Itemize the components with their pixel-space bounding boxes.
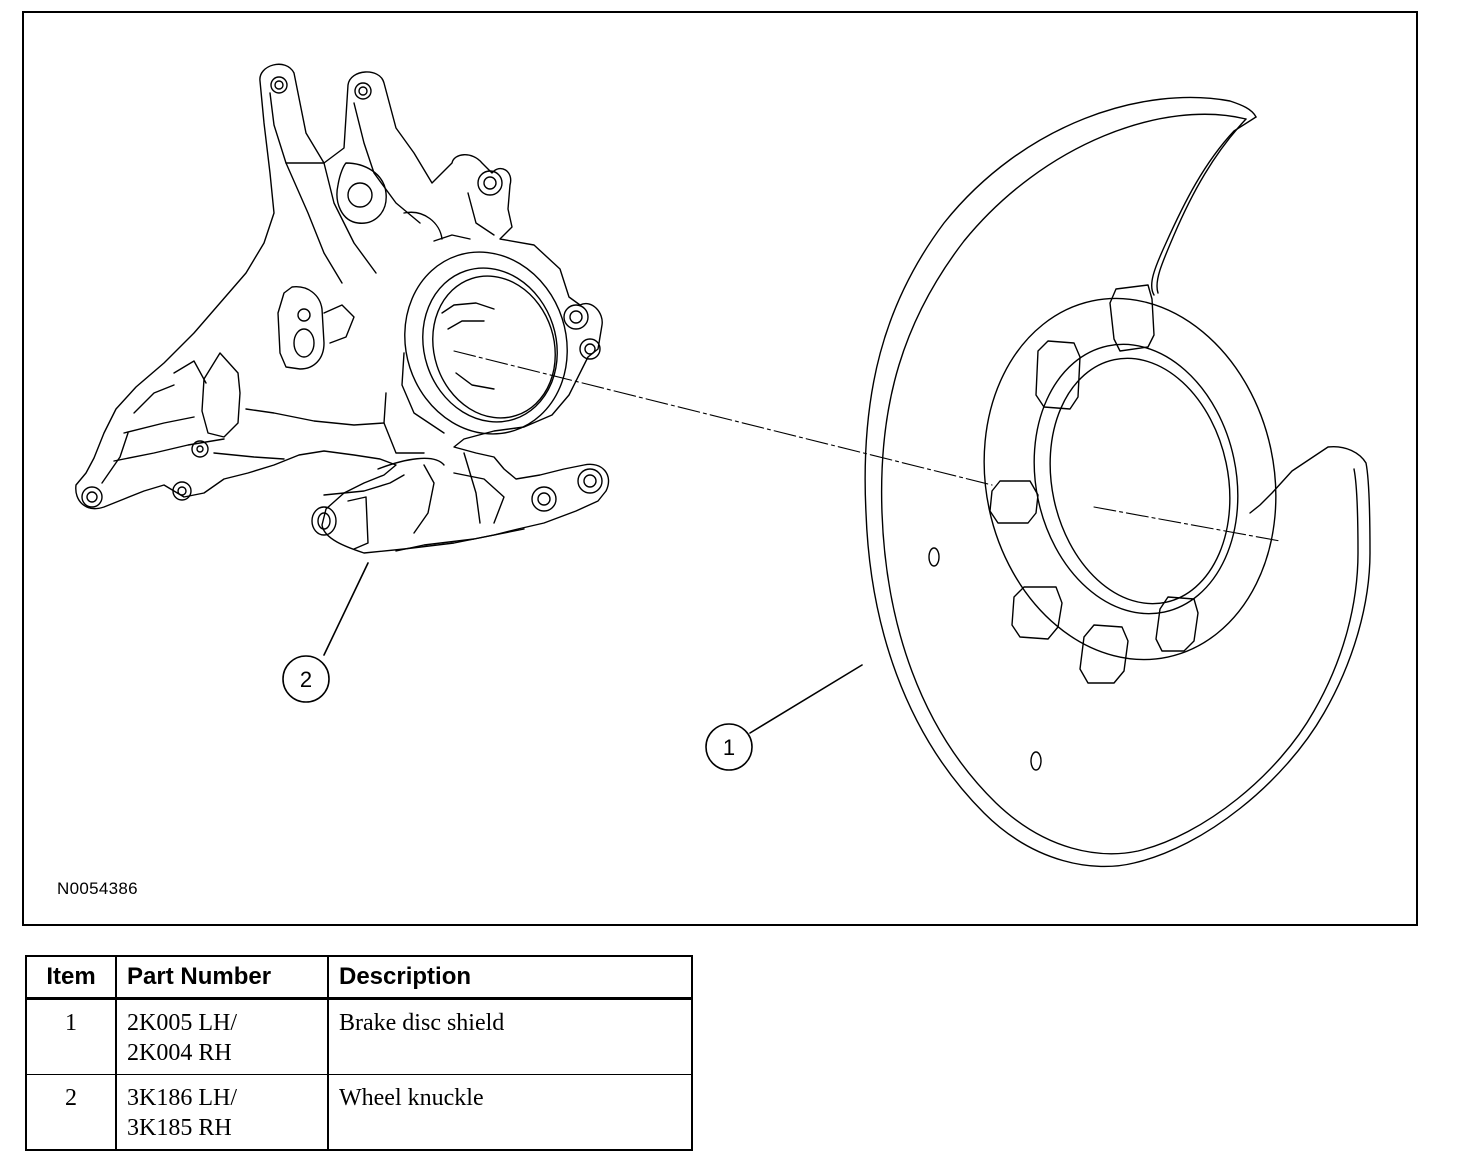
row-1-description: Brake disc shield bbox=[327, 998, 692, 1075]
callout-2-leader bbox=[323, 562, 369, 656]
table-row: 2 3K186 LH/ 3K185 RH Wheel knuckle bbox=[26, 1074, 692, 1150]
row-2-part-number-line-2: 3K185 RH bbox=[127, 1115, 232, 1141]
header-description: Description bbox=[327, 956, 692, 1000]
parts-table: Item Part Number Description 1 2K005 LH/… bbox=[25, 955, 693, 1151]
row-1-part-number: 2K005 LH/ 2K004 RH bbox=[115, 998, 328, 1075]
exploded-view-illustration: 2 1 bbox=[75, 63, 1371, 868]
alignment-line bbox=[453, 350, 993, 486]
row-2-description: Wheel knuckle bbox=[327, 1074, 692, 1150]
header-item: Item bbox=[26, 956, 116, 1000]
row-1-part-number-line-2: 2K004 RH bbox=[127, 1040, 232, 1066]
callout-1-number: 1 bbox=[723, 735, 735, 760]
row-1-part-number-line-1: 2K005 LH/ bbox=[127, 1010, 237, 1036]
callout-2: 2 bbox=[282, 655, 330, 703]
alignment-line-exit bbox=[1093, 506, 1281, 542]
figure-frame: 2 1 N0054386 bbox=[22, 11, 1418, 926]
table-row: 1 2K005 LH/ 2K004 RH Brake disc shield bbox=[26, 998, 692, 1075]
row-2-item: 2 bbox=[26, 1074, 116, 1150]
figure-id: N0054386 bbox=[57, 879, 138, 898]
parts-table-header-row: Item Part Number Description bbox=[26, 956, 692, 1000]
header-part-number: Part Number bbox=[115, 956, 328, 1000]
callout-1-leader bbox=[749, 664, 863, 734]
row-1-item: 1 bbox=[26, 998, 116, 1075]
callout-1: 1 bbox=[705, 723, 753, 771]
row-2-part-number-line-1: 3K186 LH/ bbox=[127, 1085, 237, 1111]
wheel-knuckle-drawing bbox=[75, 63, 610, 554]
row-2-part-number: 3K186 LH/ 3K185 RH bbox=[115, 1074, 328, 1150]
brake-disc-shield-drawing bbox=[864, 96, 1371, 868]
callout-2-number: 2 bbox=[300, 667, 312, 692]
